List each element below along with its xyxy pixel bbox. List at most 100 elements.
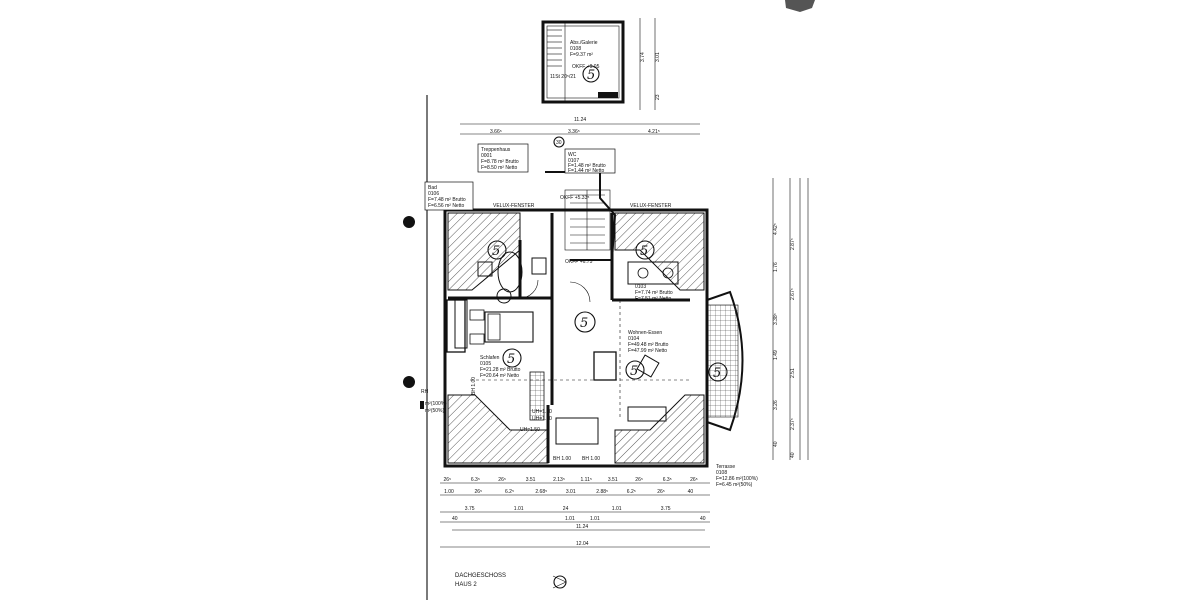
axis-marker <box>553 136 565 148</box>
dim-gallery-c: 23 <box>655 94 661 100</box>
velux-right: VELUX-FENSTER <box>630 203 672 209</box>
bad-name: Bad <box>428 185 437 191</box>
page-corner-shadow <box>785 0 815 12</box>
dim-right-10: 40 <box>773 441 779 447</box>
top-dimensions: 11.24 3.66⁵ 3.36⁵ 4.21⁵ 30 <box>460 117 700 148</box>
dim-bottom-row1-7: 3.51 <box>608 477 618 483</box>
kueche-netto: F=7.51 m² Netto <box>635 296 671 302</box>
dim-bottom-row1-8: 26⁵ <box>635 477 643 483</box>
section-circle <box>582 65 600 83</box>
gallery-stair-note: 11St 20⁵/21 <box>550 74 576 80</box>
dim-bottom-row2-8: 26⁵ <box>657 489 665 495</box>
axis-marker-label: 30 <box>556 140 562 146</box>
roof-slope-nw <box>447 212 521 291</box>
wc-brutto: F=1.48 m² Brutto <box>568 163 606 169</box>
wohnen-name: Wohnen-Essen <box>628 330 662 336</box>
symbol-5-hall: 5 <box>580 316 588 331</box>
dim-right-11: 40 <box>790 452 796 458</box>
bad-netto: F=6.56 m² Netto <box>428 203 464 209</box>
treppenhaus-name: Treppenhaus <box>481 147 511 153</box>
dim-bottom-row4-2: 1.01 <box>590 516 600 522</box>
kueche-num: 0103 <box>635 284 646 290</box>
dim-bottom-row3-3: 24 <box>563 506 569 512</box>
main-plan <box>443 171 744 468</box>
okff-stair: OKFF +5.33⁵ <box>560 195 589 201</box>
dim-bottom-row3-4: 1.01 <box>612 506 622 512</box>
double-bed <box>484 311 534 343</box>
bottom-dimensions <box>440 482 710 548</box>
armchair <box>636 354 660 378</box>
dim-bottom-row1-6: 1.11⁵ <box>581 477 592 483</box>
wohnen-netto: F=47.99 m² Netto <box>628 348 667 354</box>
kueche-brutto: F=7.74 m² Brutto <box>635 290 673 296</box>
dim-bottom-row2-4: 2.68⁵ <box>535 489 547 495</box>
label-wc: WC 0107 F=1.48 m² Brutto F=1.44 m² Netto <box>564 148 616 174</box>
wc-name: WC <box>568 152 577 158</box>
title-marker <box>553 575 567 589</box>
dim-gallery-a: 3.74 <box>640 52 646 62</box>
dim-right-7: 2.51 <box>790 368 796 378</box>
dim-right-2: 2.87⁵ <box>790 238 796 250</box>
terrace-outline <box>706 290 744 432</box>
dim-bottom-row2-1: 1.00 <box>444 489 454 495</box>
label-terrasse: Terrasse 0108 F=12.86 m²(100%) F=6.45 m²… <box>716 464 758 488</box>
terrasse-full: F=12.86 m²(100%) <box>716 476 758 482</box>
bad-brutto: F=7.48 m² Brutto <box>428 197 466 203</box>
kitchen-counter <box>627 261 679 285</box>
dining-table <box>555 417 599 445</box>
title-line-1: DACHGESCHOSS <box>455 573 506 579</box>
dim-right-3: 1.76 <box>773 262 779 272</box>
dim-bottom-row2-3: 6.2⁵ <box>505 489 514 495</box>
symbol-5-terrace: 5 <box>713 366 721 381</box>
terrasse-name: Terrasse <box>716 464 735 470</box>
okff-hall: OKFF +6.75 <box>565 259 593 265</box>
label-kueche: 0103 F=7.74 m² Brutto F=7.51 m² Netto <box>635 284 673 302</box>
dim-bottom-row1-4: 3.51 <box>526 477 536 483</box>
wardrobe <box>529 371 545 421</box>
left-edge-50: m²(50%) <box>425 408 445 414</box>
dim-bottom-row3-1: 3.75 <box>465 506 475 512</box>
wohnen-num: 0104 <box>628 336 639 342</box>
schlafen-num: 0105 <box>480 361 491 367</box>
drawing-title: DACHGESCHOSS HAUS 2 <box>455 573 567 589</box>
symbol-5-living: 5 <box>630 364 638 379</box>
punch-hole <box>403 376 415 388</box>
bh-label-1: BH 1.00 <box>553 456 571 462</box>
terrasse-num: 0108 <box>716 470 727 476</box>
wc-netto: F=1.44 m² Netto <box>568 168 604 174</box>
section-symbol: 5 <box>587 68 595 83</box>
bh-vertical-label: BH 1.00 <box>471 377 477 395</box>
label-wohnen: Wohnen-Essen 0104 F=49.48 m² Brutto F=47… <box>628 330 669 354</box>
bad-num: 0106 <box>428 191 439 197</box>
dim-top-seg-2: 3.36⁵ <box>568 129 580 135</box>
dim-bottom-row3-5: 3.75 <box>661 506 671 512</box>
wohnen-brutto: F=49.48 m² Brutto <box>628 342 669 348</box>
dim-bottom-row1-5: 2.13⁵ <box>553 477 565 483</box>
label-treppenhaus: Treppenhaus 0001 F=8.78 m² Brutto F=8.50… <box>477 143 529 173</box>
dim-top-seg-3: 4.21⁵ <box>648 129 660 135</box>
terrace-decking <box>707 304 739 418</box>
dim-right-1: 4.42⁵ <box>773 223 779 235</box>
punch-hole <box>403 216 415 228</box>
dim-gallery-b: 3.01 <box>655 52 661 62</box>
dim-bottom-row5-1: 11.24 <box>576 524 588 530</box>
dim-right-5: 3.38⁵ <box>773 313 779 325</box>
treppenhaus-brutto: F=8.78 m² Brutto <box>481 159 519 165</box>
treppenhaus-netto: F=8.50 m² Netto <box>481 165 517 171</box>
schlafen-netto: F=20.64 m² Netto <box>480 373 519 379</box>
treppenhaus-num: 0001 <box>481 153 492 159</box>
dim-bottom-row4-1: 1.01 <box>565 516 575 522</box>
label-bad: Bad 0106 F=7.48 m² Brutto F=6.56 m² Nett… <box>424 181 474 211</box>
dim-top-seg-1: 3.66⁵ <box>490 129 502 135</box>
dim-right-6: 1.49 <box>773 350 779 360</box>
dim-bottom-row2-7: 6.2⁵ <box>627 489 636 495</box>
dim-bottom-row1-10: 26⁵ <box>690 477 698 483</box>
section-symbols: 5 5 5 5 5 5 <box>487 240 728 382</box>
symbol-5-kitchen: 5 <box>640 244 648 259</box>
gallery-area: F=9.37 m² <box>570 52 593 58</box>
label-schlafen: Schlafen 0105 F=21.28 m² Brutto F=20.64 … <box>480 355 521 379</box>
dim-right-4: 2.67⁵ <box>790 288 796 300</box>
gallery-name: Abs./Galerie <box>570 40 598 46</box>
gallery-okff: OKFF +9.05 <box>572 64 600 70</box>
